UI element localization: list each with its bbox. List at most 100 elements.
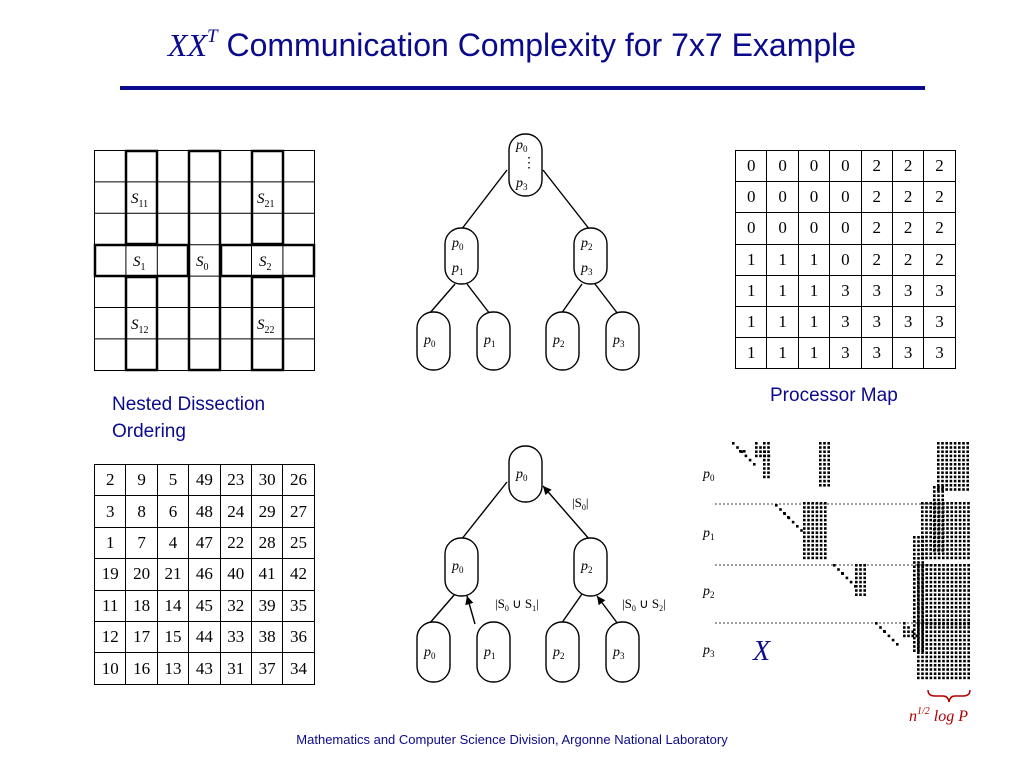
- nonzero-dot: [827, 471, 830, 474]
- nonzero-dot: [933, 655, 937, 659]
- nonzero-dot: [963, 618, 966, 622]
- nonzero-dot: [967, 552, 970, 555]
- nonzero-dot: [913, 632, 916, 636]
- nonzero-dot: [815, 556, 819, 560]
- svg-text:p0: p0: [451, 559, 464, 575]
- nonzero-dot: [937, 540, 940, 544]
- nonzero-dot: [963, 572, 966, 575]
- nonzero-dot: [933, 549, 936, 552]
- nonzero-dot: [824, 544, 827, 547]
- nonzero-dot: [967, 523, 970, 526]
- nonzero-dot: [767, 446, 770, 449]
- nonzero-dot: [925, 647, 928, 650]
- nonzero-dot: [913, 536, 916, 539]
- nonzero-dot: [946, 643, 949, 646]
- nonzero-dot: [953, 463, 957, 466]
- nonzero-dot: [925, 606, 928, 609]
- nonzero-dot: [921, 643, 924, 646]
- nonzero-dot: [945, 479, 948, 483]
- processor-cell: 2: [923, 149, 956, 183]
- nonzero-dot: [945, 488, 948, 491]
- title-underline: [120, 86, 925, 90]
- processor-cell: 2: [860, 212, 893, 245]
- nonzero-dot: [933, 580, 937, 584]
- nonzero-dot: [959, 593, 962, 596]
- ordering-cell: 31: [219, 652, 252, 685]
- nonzero-dot: [949, 442, 953, 445]
- nonzero-dot: [950, 585, 954, 588]
- nonzero-dot: [953, 442, 957, 445]
- nonzero-dot: [824, 502, 827, 505]
- nonzero-dot: [819, 446, 822, 449]
- nonzero-dot: [967, 614, 970, 617]
- nonzero-dot: [763, 463, 766, 466]
- processor-cell: 2: [923, 212, 956, 245]
- nonzero-dot: [954, 580, 958, 584]
- nonzero-dot: [917, 569, 920, 573]
- nonzero-dot: [921, 582, 924, 585]
- processor-cell: 0: [734, 149, 768, 183]
- nonzero-dot: [815, 510, 819, 513]
- nonzero-dot: [915, 634, 919, 638]
- nonzero-dot: [959, 668, 962, 671]
- nonzero-dot: [917, 593, 920, 596]
- nonzero-dot: [962, 454, 965, 458]
- nonzero-dot: [763, 471, 766, 474]
- nonzero-dot: [937, 519, 940, 523]
- nonzero-dot: [815, 544, 819, 547]
- nonzero-dot: [815, 552, 819, 555]
- nonzero-dot: [954, 539, 958, 543]
- nonzero-dot: [942, 651, 945, 654]
- nonzero-dot: [921, 589, 924, 592]
- nonzero-dot: [917, 565, 920, 568]
- nonzero-dot: [925, 601, 928, 605]
- nonzero-dot: [925, 585, 928, 588]
- nonzero-dot: [929, 539, 932, 543]
- nonzero-dot: [949, 479, 953, 483]
- ordering-cell: 15: [156, 620, 190, 654]
- ordering-cell: 42: [282, 558, 315, 591]
- nonzero-dot: [732, 442, 735, 445]
- nonzero-dot: [933, 511, 936, 514]
- nonzero-dot: [941, 454, 944, 458]
- nonzero-dot: [921, 630, 924, 633]
- processor-cell: 2: [891, 181, 925, 214]
- nonzero-dot: [827, 479, 830, 483]
- nonzero-dot: [933, 556, 937, 560]
- nonzero-dot: [925, 548, 928, 551]
- nonzero-dot: [938, 606, 941, 609]
- nonzero-dot: [959, 585, 962, 588]
- nonzero-dot: [950, 556, 953, 560]
- nonzero-dot: [938, 580, 941, 584]
- nonzero-dot: [937, 488, 940, 491]
- nonzero-dot: [946, 597, 949, 601]
- row-label-p3: p3: [702, 643, 715, 659]
- nonzero-dot: [938, 676, 941, 680]
- nonzero-dot: [967, 514, 970, 518]
- processor-cell: 1: [766, 337, 799, 370]
- nonzero-dot: [925, 610, 928, 613]
- nonzero-dot: [954, 610, 958, 613]
- nonzero-dot: [929, 606, 933, 609]
- nonzero-dot: [921, 634, 924, 638]
- nonzero-dot: [937, 511, 940, 514]
- nonzero-dot: [921, 659, 924, 663]
- ordering-cell: 39: [250, 589, 284, 622]
- processor-cell: 3: [860, 337, 893, 370]
- nonzero-dot: [824, 548, 827, 551]
- nonzero-dot: [933, 597, 937, 601]
- nonzero-dot: [945, 450, 948, 453]
- nonzero-dot: [913, 624, 916, 627]
- nonzero-dot: [954, 630, 958, 633]
- tree-leaf-p3: [605, 311, 640, 371]
- nonzero-dot: [933, 659, 937, 663]
- nonzero-dot: [921, 664, 924, 667]
- nonzero-dot: [933, 614, 937, 617]
- nonzero-dot: [949, 488, 953, 491]
- nonzero-dot: [946, 647, 949, 650]
- nonzero-dot: [966, 471, 969, 474]
- nonzero-dot: [767, 467, 770, 470]
- svg-text:p0: p0: [423, 333, 436, 349]
- nonzero-dot: [917, 641, 920, 644]
